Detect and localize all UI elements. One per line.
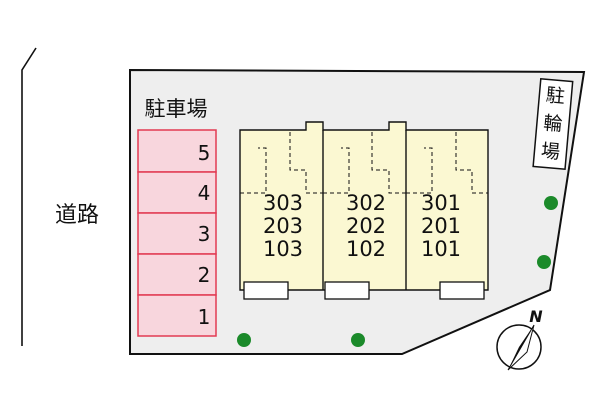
bike-parking-label-1: 駐: [545, 84, 566, 108]
room-number: 201: [421, 214, 461, 238]
parking-space-number: 3: [198, 222, 211, 246]
parking-space: 1: [137, 294, 217, 337]
room-number: 303: [263, 191, 303, 215]
parking-space: 3: [137, 212, 217, 255]
room-number: 301: [421, 191, 461, 215]
parking-space: 2: [137, 253, 217, 296]
north-compass: N: [496, 307, 543, 371]
parking-space: 5: [137, 129, 217, 173]
unit-balcony: [243, 281, 289, 300]
compass-needle-light: [507, 324, 535, 371]
room-number: 202: [346, 214, 386, 238]
apartment-building: 303 203 103 302 202 102 301 201 101: [239, 121, 489, 300]
tree-icon: [537, 255, 551, 269]
compass-north-label: N: [529, 307, 543, 326]
parking-title: 駐車場: [145, 97, 208, 121]
bike-parking: 駐 輪 場: [532, 77, 574, 171]
bike-parking-label-2: 輪: [542, 112, 563, 136]
road-edge-line: [21, 47, 37, 346]
parking-space: 4: [137, 171, 217, 214]
bike-parking-label-3: 場: [540, 140, 561, 164]
parking-space-number: 2: [198, 263, 211, 287]
trees: [237, 196, 558, 347]
unit-rooms: 301 201 101: [421, 191, 461, 261]
room-number: 103: [263, 237, 303, 261]
unit-balcony: [439, 281, 485, 300]
parking-spaces: 5 4 3 2 1: [137, 129, 217, 337]
parking-space-box: [137, 253, 217, 296]
parking-space-box: [137, 129, 217, 173]
room-number: 302: [346, 191, 386, 215]
unit-rooms: 303 203 103: [263, 191, 303, 261]
building-outline: [239, 121, 489, 291]
room-number: 102: [346, 237, 386, 261]
parking-space-box: [137, 212, 217, 255]
unit-balcony: [324, 281, 370, 300]
tree-icon: [351, 333, 365, 347]
room-number: 203: [263, 214, 303, 238]
parking-space-number: 5: [198, 141, 211, 165]
tree-icon: [237, 333, 251, 347]
room-number: 101: [421, 237, 461, 261]
road-label: 道路: [55, 203, 99, 228]
parking-space-number: 1: [198, 305, 211, 329]
tree-icon: [544, 196, 558, 210]
bike-parking-box: [532, 77, 574, 171]
parking-space-number: 4: [198, 181, 211, 205]
unit-rooms: 302 202 102: [346, 191, 386, 261]
parking-space-box: [137, 294, 217, 337]
